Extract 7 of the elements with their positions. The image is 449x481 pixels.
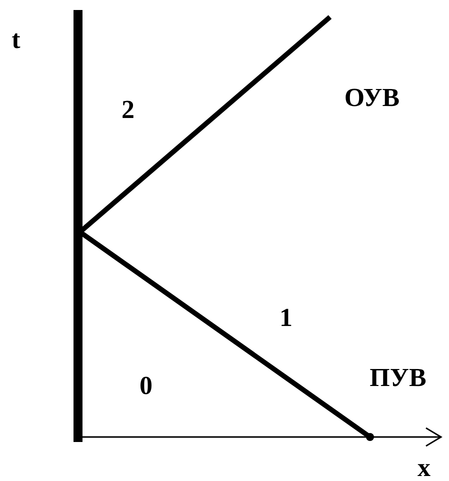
wave-label: ПУВ [370,364,426,392]
axis-label: t [12,26,20,54]
wave-label: ОУВ [344,84,400,112]
region-label: 0 [140,372,152,400]
region-label: 2 [122,96,134,124]
region-label: 1 [280,304,292,332]
axis-label: x [418,454,430,481]
